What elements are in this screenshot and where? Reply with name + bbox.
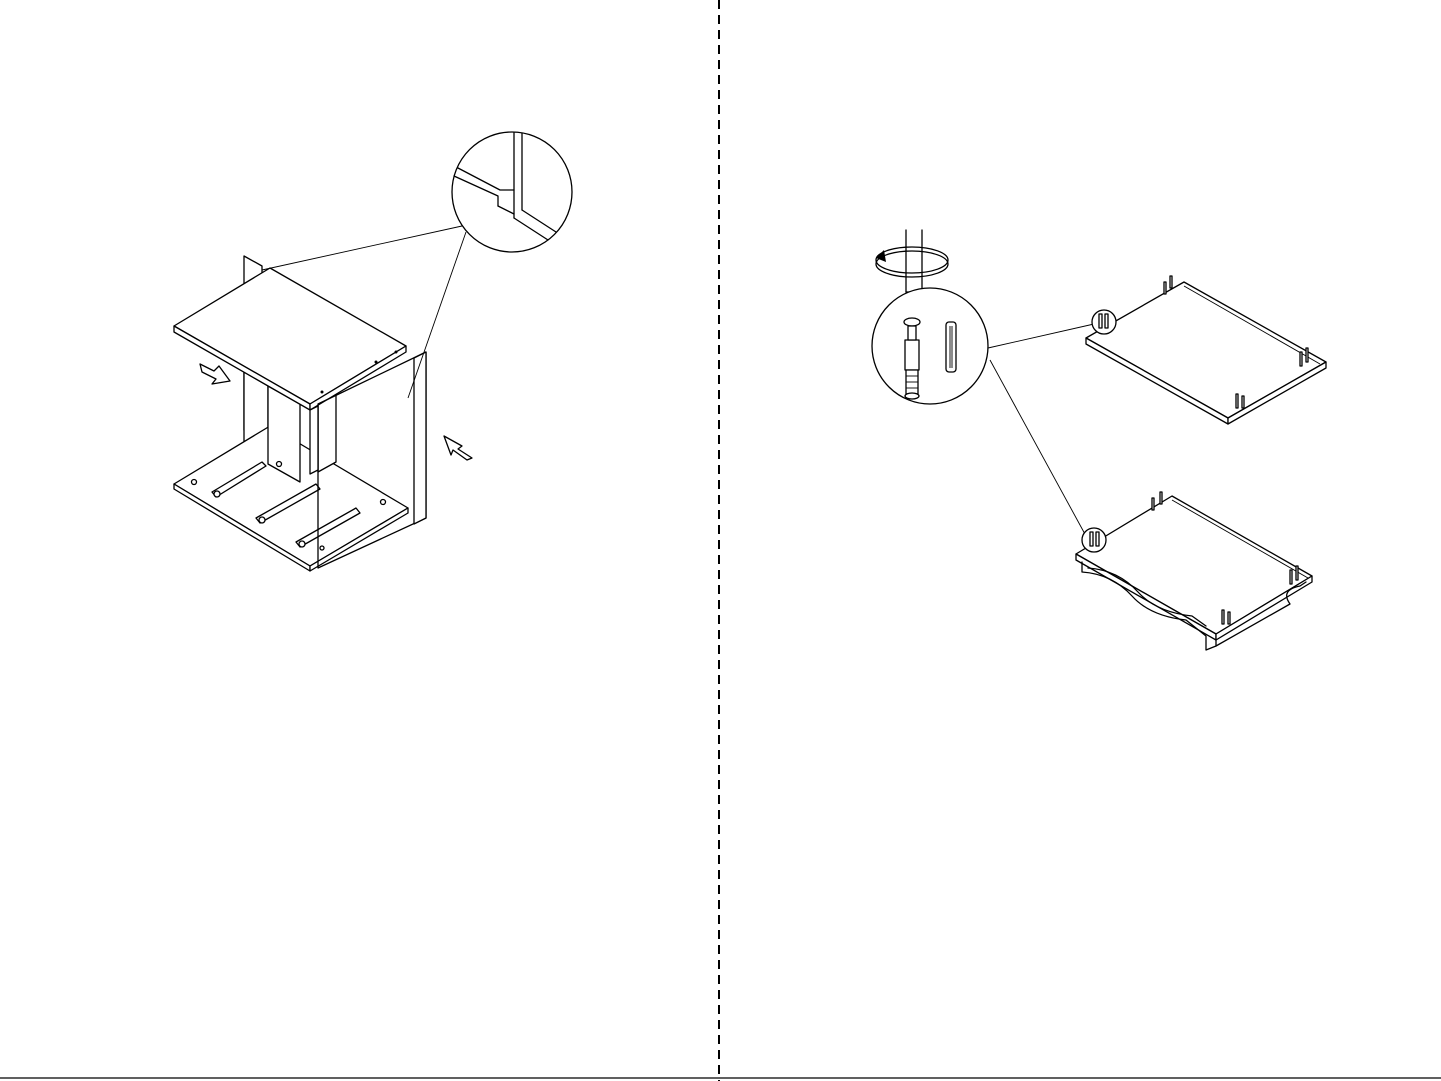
bolt-detail-callout bbox=[872, 288, 988, 404]
top-panel bbox=[174, 268, 406, 404]
upper-panel bbox=[1086, 276, 1326, 424]
lower-panel bbox=[1076, 492, 1312, 650]
cam-bolt-diagram bbox=[872, 230, 1326, 650]
push-arrow bbox=[200, 364, 230, 384]
side-panel-front bbox=[310, 406, 318, 474]
push-arrow bbox=[444, 436, 472, 460]
dowel-hole bbox=[192, 480, 197, 485]
magnifier-callout bbox=[452, 132, 572, 252]
callout-leader bbox=[988, 324, 1094, 348]
dowel-hole bbox=[381, 500, 386, 505]
dowel-hole bbox=[320, 546, 324, 550]
rotate-arrow-icon bbox=[876, 247, 948, 277]
callout-leader bbox=[262, 226, 462, 270]
cabinet-assembly-diagram bbox=[174, 132, 572, 571]
callout-leader bbox=[408, 232, 466, 398]
callout-leader bbox=[990, 360, 1086, 536]
side-panel-edge bbox=[414, 352, 426, 524]
dowel-icon bbox=[946, 322, 956, 372]
